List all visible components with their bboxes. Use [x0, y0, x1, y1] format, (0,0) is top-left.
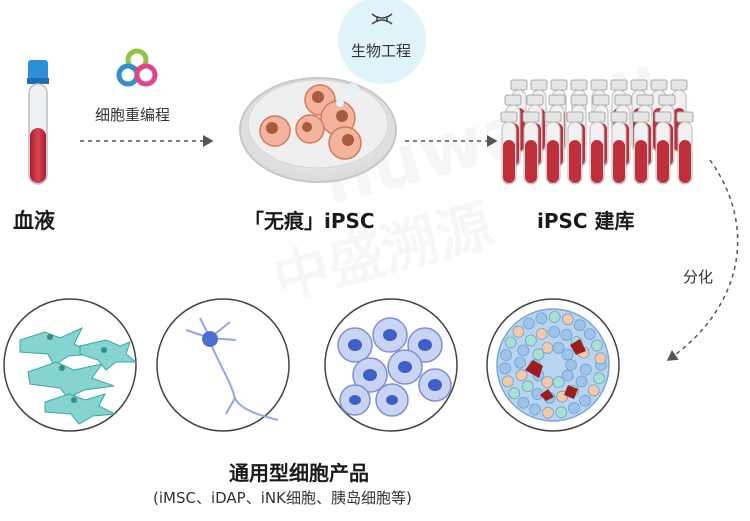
cluster-cell — [561, 348, 574, 361]
bioengineering-label: 生物工程 — [351, 42, 412, 60]
islet-cells-circle — [324, 298, 458, 432]
cluster-cell — [529, 403, 541, 416]
ipsc-label: 「无痕」iPSC — [244, 209, 375, 233]
tube-icon — [544, 111, 562, 185]
cluster-cell — [523, 317, 535, 330]
cluster-cell — [499, 362, 512, 375]
cluster-cell — [525, 334, 537, 347]
products-title: 通用型细胞产品 — [229, 461, 369, 485]
dna-icon — [371, 13, 393, 25]
cluster-cell — [575, 375, 588, 388]
differentiation-label: 分化 — [683, 268, 714, 286]
tube-icon — [610, 111, 628, 185]
ipsc-bank-label: iPSC 建库 — [537, 209, 635, 233]
cluster-cell — [508, 387, 521, 400]
cluster-cell — [593, 372, 605, 385]
tube-icon — [676, 111, 694, 185]
cluster-cell — [561, 313, 574, 326]
cluster-cell — [521, 380, 534, 393]
cluster-cell — [579, 394, 591, 407]
cluster-cell — [504, 336, 517, 349]
bioengineering-bubble — [336, 0, 426, 107]
cluster-cell — [501, 375, 514, 388]
cluster-cell — [555, 406, 568, 419]
neuron-circle — [156, 298, 290, 432]
cluster-cell — [514, 356, 526, 369]
cluster-cell — [568, 402, 580, 415]
cluster-cell — [535, 312, 548, 325]
cluster-cell — [512, 325, 525, 338]
arrow-differentiation — [666, 159, 739, 361]
tube-icon — [500, 111, 518, 185]
cluster-cell — [583, 328, 596, 341]
tube-icon — [522, 111, 540, 185]
cluster-cell — [594, 352, 607, 365]
cluster-cell — [587, 384, 600, 397]
cluster-cell — [535, 328, 548, 340]
tube-icon — [566, 111, 584, 185]
products-subtitle: (iMSC、iDAP、iNK细胞、胰岛细胞等) — [153, 489, 412, 507]
reprogramming-label: 细胞重编程 — [95, 106, 171, 124]
cluster-cell — [541, 376, 554, 389]
cluster-cell — [532, 348, 545, 361]
tube-icon — [654, 111, 672, 185]
cluster-cell — [541, 341, 554, 354]
cluster-cell — [515, 369, 528, 382]
petri-dish-icon — [239, 77, 397, 183]
blood-label: 血液 — [13, 209, 55, 233]
blood-tube-icon — [27, 60, 49, 185]
cluster-cell — [517, 344, 530, 357]
cluster-cell — [561, 369, 574, 382]
cluster-cell — [542, 406, 554, 419]
islet-cluster-circle — [486, 298, 620, 432]
ipsc-bank-tubes-icon — [500, 79, 694, 185]
reprogramming-icon — [116, 48, 158, 87]
tube-icon — [632, 111, 650, 185]
cluster-cell — [548, 326, 561, 338]
cluster-cell — [500, 349, 512, 361]
cluster-cell — [552, 341, 565, 354]
cluster-cell — [591, 339, 603, 352]
msc-cells-circle — [3, 298, 138, 432]
cluster-cell — [560, 328, 573, 341]
cluster-cell — [565, 359, 577, 371]
cluster-cell — [517, 396, 530, 409]
tube-icon — [588, 111, 606, 185]
cluster-cell — [548, 311, 561, 323]
cluster-cell — [579, 363, 592, 376]
cluster-cell — [573, 319, 586, 332]
cluster-cell — [552, 376, 565, 389]
